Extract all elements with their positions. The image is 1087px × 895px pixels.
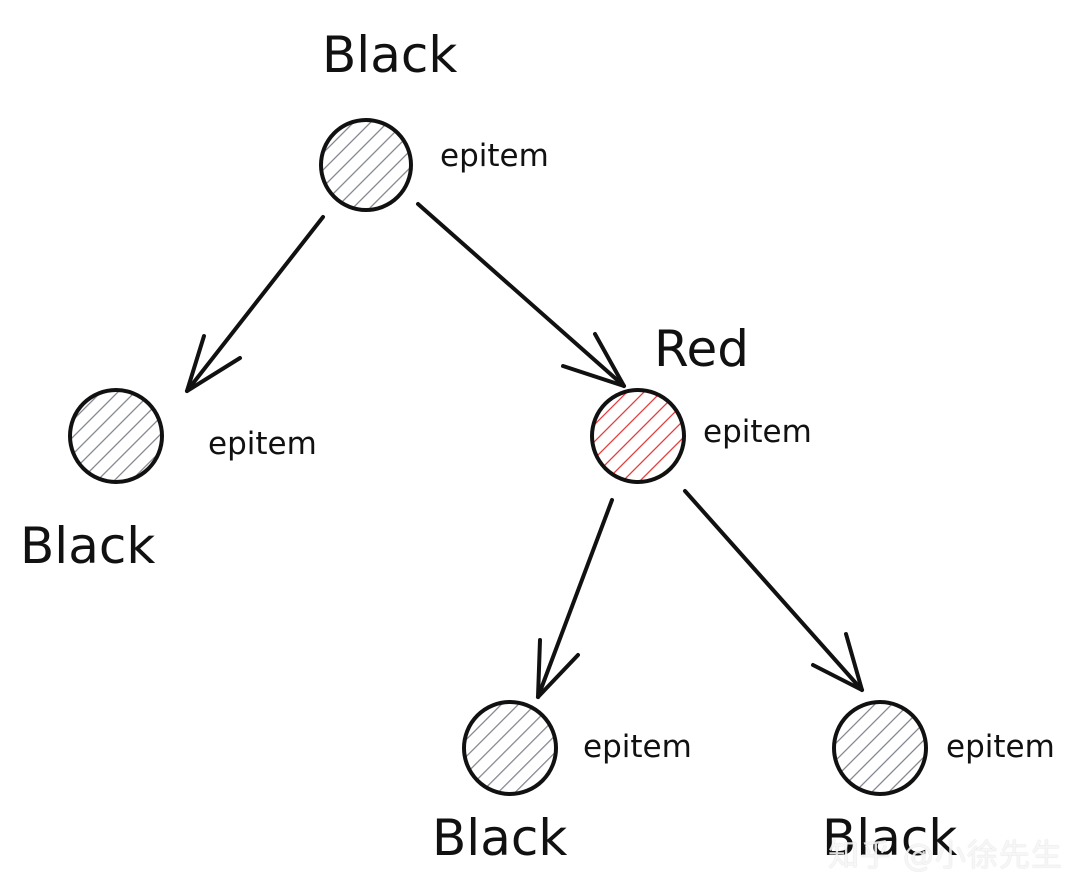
node-circle-red — [590, 388, 686, 484]
tree-node-right-left: Black epitem — [432, 700, 692, 867]
node-circle-black — [68, 388, 164, 484]
node-item-label: epitem — [946, 729, 1055, 765]
tree-node-root: Black epitem — [319, 26, 549, 212]
edge-root-to-left — [185, 215, 325, 393]
node-circle-black — [832, 700, 928, 796]
node-circle-black — [462, 700, 558, 796]
node-color-label: Black — [432, 809, 567, 867]
tree-node-left: Black epitem — [20, 388, 317, 575]
tree-node-right: Red epitem — [590, 320, 812, 484]
node-item-label: epitem — [583, 729, 692, 765]
node-item-label: epitem — [440, 138, 549, 174]
node-color-label: Black — [822, 809, 957, 867]
node-item-label: epitem — [703, 414, 812, 450]
watermark-text: 知乎 @小徐先生 — [828, 838, 1063, 874]
node-item-label: epitem — [208, 426, 317, 462]
edge-right-to-right-left — [536, 498, 614, 699]
node-color-label: Black — [20, 517, 155, 575]
edge-root-to-right — [416, 202, 626, 388]
edge-right-to-right-right — [683, 489, 864, 692]
tree-node-right-right: Black epitem — [822, 700, 1055, 867]
node-color-label: Black — [322, 26, 457, 84]
node-circle-black — [319, 118, 413, 212]
node-color-label: Red — [654, 320, 749, 378]
